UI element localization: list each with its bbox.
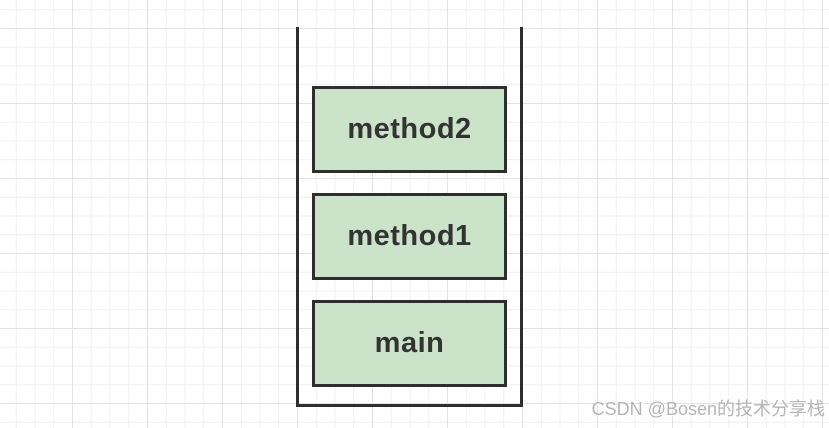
stack-frame-label: method2 bbox=[347, 113, 472, 145]
stack-frame-label: method1 bbox=[347, 220, 472, 252]
call-stack-container: method2 method1 main bbox=[296, 27, 523, 407]
watermark-text: CSDN @Bosen的技术分享栈 bbox=[591, 399, 825, 419]
stack-frame-main: main bbox=[312, 300, 507, 387]
stack-frame-label: main bbox=[374, 327, 445, 359]
stack-frame-method2: method2 bbox=[312, 86, 507, 173]
stack-frame-method1: method1 bbox=[312, 193, 507, 280]
